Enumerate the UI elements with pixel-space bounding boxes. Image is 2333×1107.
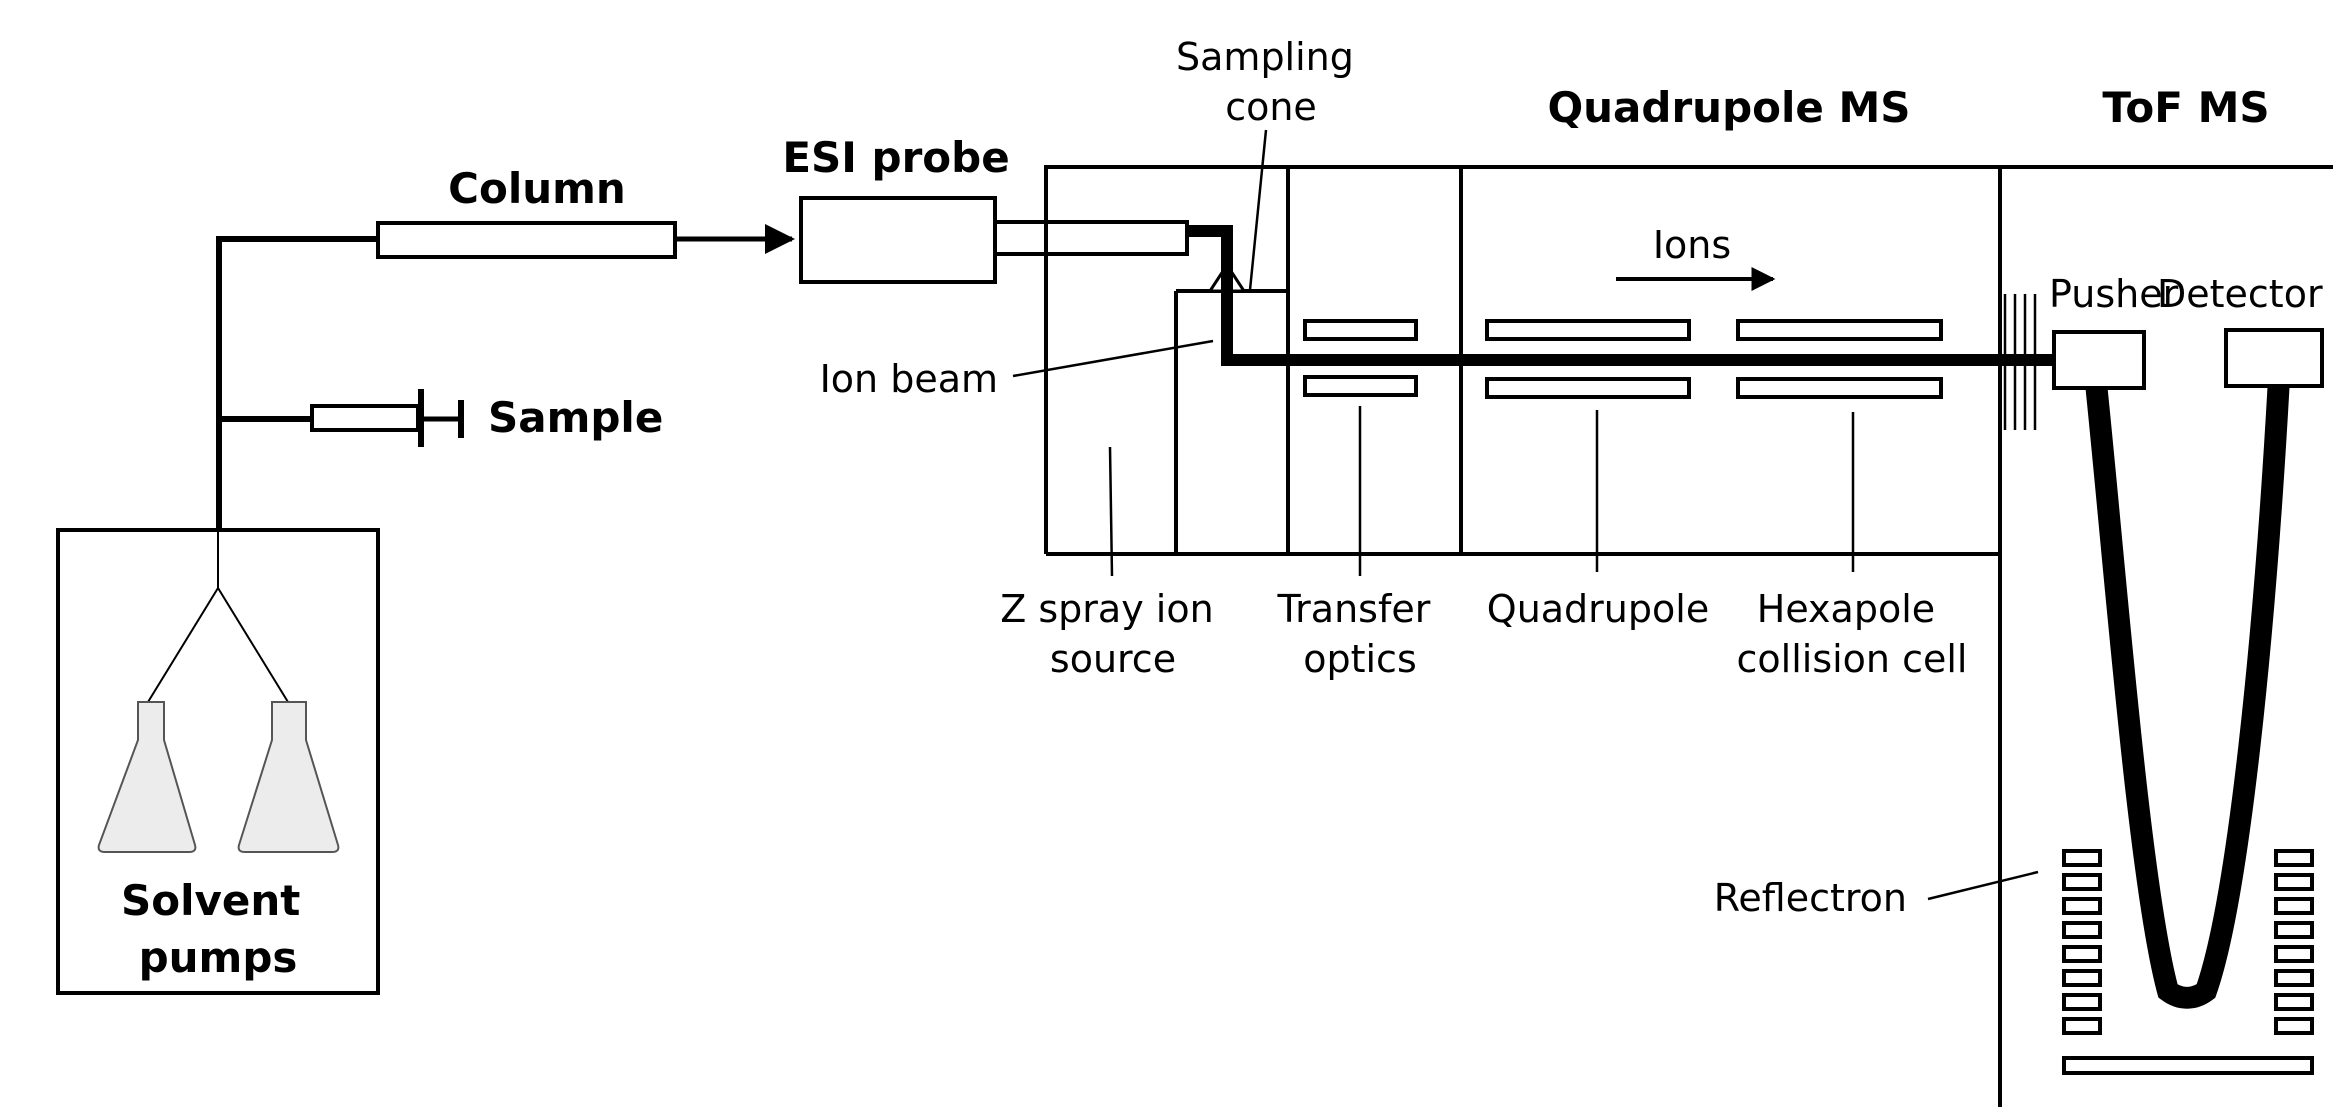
solvent-pumps-label-line1: Solvent — [121, 876, 300, 925]
pusher-label: Pusher — [2049, 272, 2179, 316]
sampling-cone-label-line2: cone — [1225, 85, 1317, 129]
transfer-optics-label-line2: optics — [1303, 637, 1417, 681]
hexapole-rods — [1736, 319, 1943, 399]
ions-direction: Ions — [1616, 223, 1776, 291]
hexapole-label-line1: Hexapole — [1757, 587, 1935, 631]
ion-flight-path — [1187, 225, 2291, 1009]
z-spray-label-line2: source — [1050, 637, 1176, 681]
tof-ms-label: ToF MS — [2102, 83, 2269, 132]
transfer-optics-label-line1: Transfer — [1277, 587, 1431, 631]
transfer-optics — [1303, 319, 1418, 397]
hexapole-label-line2: collision cell — [1737, 637, 1968, 681]
solvent-pumps-label-line2: pumps — [139, 933, 298, 982]
column-label: Column — [448, 164, 626, 213]
column: Column — [376, 164, 677, 259]
reflectron: Reflectron — [1714, 849, 2314, 1075]
component-leaders — [1108, 406, 1855, 577]
svg-text:Sampling cone: Sampling cone — [1176, 35, 1366, 129]
solvent-pumps: Solvent pumps — [56, 528, 380, 995]
sampling-cone: Sampling cone — [1176, 35, 1366, 293]
ion-beam-label: Ion beam — [820, 357, 998, 401]
solvent-flask-right — [237, 701, 340, 853]
reflectron-label: Reflectron — [1714, 876, 1907, 920]
pusher: Pusher — [2049, 272, 2179, 390]
quadrupole-label: Quadrupole — [1487, 587, 1709, 631]
quadrupole-rods — [1485, 319, 1691, 399]
detector-label: Detector — [2157, 272, 2323, 316]
sample-label: Sample — [488, 393, 663, 442]
svg-text:Transfer optics: Transfer optics — [1277, 587, 1443, 681]
sample-syringe: Sample — [310, 389, 663, 447]
esi-probe: ESI probe — [782, 133, 1189, 284]
z-spray-label-line1: Z spray ion — [1000, 587, 1213, 631]
ion-beam-callout: Ion beam — [820, 339, 1214, 401]
esi-probe-label: ESI probe — [782, 133, 1009, 182]
svg-text:Hexapole collision cell: Hexapole collision cell — [1737, 587, 1968, 681]
svg-text:Solvent pumps: Solvent pumps — [121, 876, 315, 982]
ions-label: Ions — [1653, 223, 1731, 267]
solvent-flask-left — [97, 701, 197, 853]
sampling-cone-label-line1: Sampling — [1176, 35, 1354, 79]
detector: Detector — [2157, 272, 2324, 388]
svg-text:Z spray ion source: Z spray ion source — [1000, 587, 1226, 681]
lc-tubing — [216, 224, 795, 530]
quadrupole-ms-label: Quadrupole MS — [1547, 83, 1910, 132]
